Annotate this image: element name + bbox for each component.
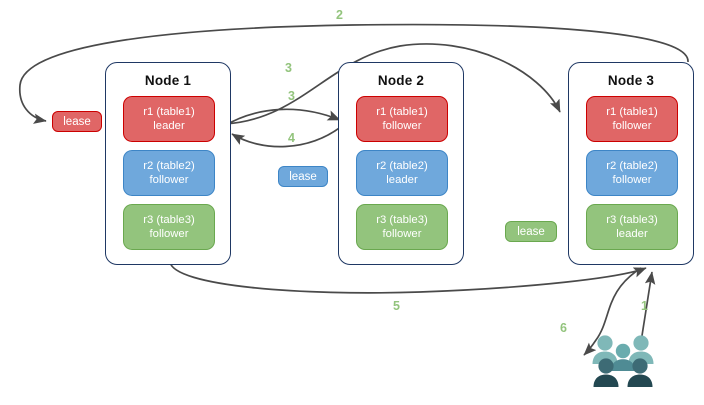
node-1-title: Node 1: [144, 73, 192, 88]
edge-label-4: 4: [288, 131, 295, 145]
node-1-replica-r1-role: leader: [153, 120, 185, 132]
edge-4-node2-to-node1: [231, 125, 343, 148]
node-2-replica-r3[interactable]: r3 (table3) follower: [356, 204, 448, 250]
edge-label-1: 1: [641, 299, 648, 313]
node-3-replica-r1-name: r1 (table1): [606, 106, 658, 118]
node-3-replica-r3-name: r3 (table3): [606, 214, 658, 226]
node-2-replica-r2-name: r2 (table2): [376, 160, 428, 172]
edge-label-2: 2: [336, 8, 343, 22]
node-3-replica-r2[interactable]: r2 (table2) follower: [586, 150, 678, 196]
node-3-replica-r3[interactable]: r3 (table3) leader: [586, 204, 678, 250]
node-3-title: Node 3: [607, 73, 655, 88]
node-3-replica-r2-role: follower: [612, 174, 652, 186]
node-3-replica-r2-name: r2 (table2): [606, 160, 658, 172]
node-1-replica-r2-role: follower: [149, 174, 189, 186]
node-2-replica-r1-role: follower: [382, 120, 422, 132]
edge-3-node1-to-node2: [223, 108, 341, 127]
node-1-container[interactable]: Node 1 r1 (table1) leader r2 (table2) fo…: [105, 62, 231, 265]
node-2-replica-r3-role: follower: [382, 228, 422, 240]
edge-label-3b: 3: [288, 89, 295, 103]
users-icon: [588, 334, 658, 392]
lease-badge-r2[interactable]: lease: [278, 166, 328, 187]
node-3-replica-r1-role: follower: [612, 120, 652, 132]
node-2-replica-r1[interactable]: r1 (table1) follower: [356, 96, 448, 142]
node-2-container[interactable]: Node 2 r1 (table1) follower r2 (table2) …: [338, 62, 464, 265]
lease-badge-r3[interactable]: lease: [505, 221, 557, 242]
node-3-container[interactable]: Node 3 r1 (table1) follower r2 (table2) …: [568, 62, 694, 265]
node-1-replica-r2[interactable]: r2 (table2) follower: [123, 150, 215, 196]
node-1-replica-r2-name: r2 (table2): [143, 160, 195, 172]
node-2-replica-r2[interactable]: r2 (table2) leader: [356, 150, 448, 196]
edge-label-6: 6: [560, 321, 567, 335]
lease-badge-r1[interactable]: lease: [52, 111, 102, 132]
node-2-replica-r1-name: r1 (table1): [376, 106, 428, 118]
edge-label-3a: 3: [285, 61, 292, 75]
node-2-replica-r3-name: r3 (table3): [376, 214, 428, 226]
node-2-replica-r2-role: leader: [386, 174, 418, 186]
node-1-replica-r1-name: r1 (table1): [143, 106, 195, 118]
edge-label-5: 5: [393, 299, 400, 313]
node-3-replica-r3-role: leader: [616, 228, 648, 240]
node-1-replica-r1[interactable]: r1 (table1) leader: [123, 96, 215, 142]
node-3-replica-r1[interactable]: r1 (table1) follower: [586, 96, 678, 142]
node-1-replica-r3-name: r3 (table3): [143, 214, 195, 226]
edge-5-node1-to-node3: [169, 261, 647, 294]
node-2-title: Node 2: [377, 73, 425, 88]
node-1-replica-r3-role: follower: [149, 228, 189, 240]
node-1-replica-r3[interactable]: r3 (table3) follower: [123, 204, 215, 250]
